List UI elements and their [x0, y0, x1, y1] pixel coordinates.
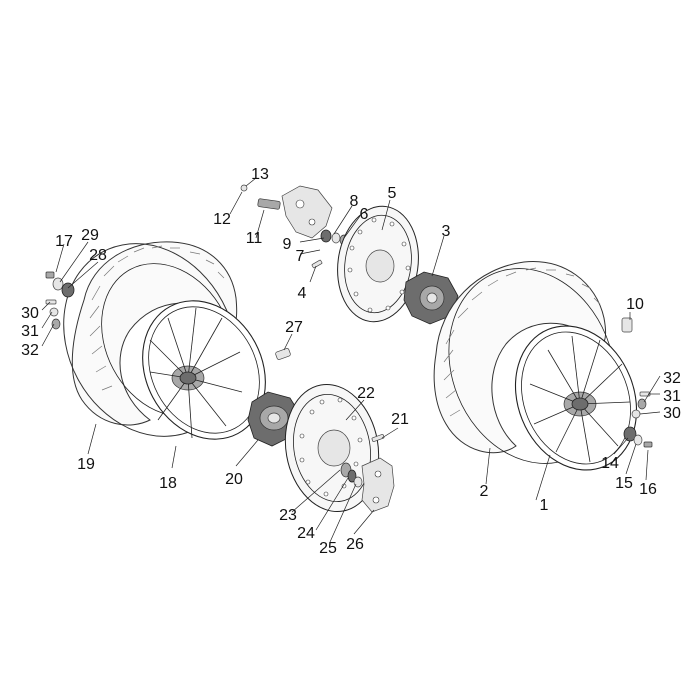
callout-10: 10: [626, 296, 644, 313]
rear-caliper-bracket: [240, 184, 333, 239]
callout-15: 15: [615, 475, 633, 492]
callout-6: 6: [360, 206, 369, 223]
callout-27: 27: [285, 319, 303, 336]
callout-20: 20: [225, 471, 243, 488]
rear-brake-disc: [337, 205, 419, 323]
callout-24: 24: [297, 525, 315, 542]
rear-rim: [514, 325, 638, 471]
callout-13: 13: [251, 166, 269, 183]
rear-axle-stack: [621, 317, 653, 448]
callout-11: 11: [246, 230, 263, 247]
front-brake-caliper: [361, 457, 395, 513]
callout-32-left: 32: [21, 342, 39, 359]
callout-16: 16: [639, 481, 657, 498]
callout-28: 28: [89, 247, 107, 264]
callout-21: 21: [391, 411, 409, 428]
callout-31-left: 31: [21, 323, 39, 340]
callout-3: 3: [442, 223, 451, 240]
callout-7: 7: [296, 248, 305, 265]
callout-30-left: 30: [21, 305, 39, 322]
callout-32-right: 32: [663, 370, 681, 387]
callout-12: 12: [213, 211, 231, 228]
callout-9: 9: [283, 236, 292, 253]
callout-19: 19: [77, 456, 95, 473]
front-rim: [142, 300, 266, 440]
callout-1: 1: [540, 497, 549, 514]
callout-31-right: 31: [663, 388, 681, 405]
callout-18: 18: [159, 475, 177, 492]
callout-22: 22: [357, 385, 375, 402]
callout-26: 26: [346, 536, 364, 553]
callout-2: 2: [480, 483, 489, 500]
callout-23: 23: [279, 507, 297, 524]
callout-8: 8: [350, 193, 359, 210]
callout-14: 14: [601, 455, 619, 472]
callout-4: 4: [298, 285, 307, 302]
callout-labels: 1 2 3 4 5 6 7 8 9 10 11 12 13 14 15 16 1…: [21, 166, 681, 557]
front-axle-bolt: [275, 348, 291, 360]
callout-25: 25: [319, 540, 337, 557]
disc-bolt: [371, 434, 385, 442]
callout-5: 5: [388, 185, 397, 202]
leader-lines: [41, 177, 661, 543]
front-axle-stack: [45, 271, 75, 330]
callout-17: 17: [55, 233, 73, 250]
callout-30-right: 30: [663, 405, 681, 422]
callout-29: 29: [81, 227, 99, 244]
